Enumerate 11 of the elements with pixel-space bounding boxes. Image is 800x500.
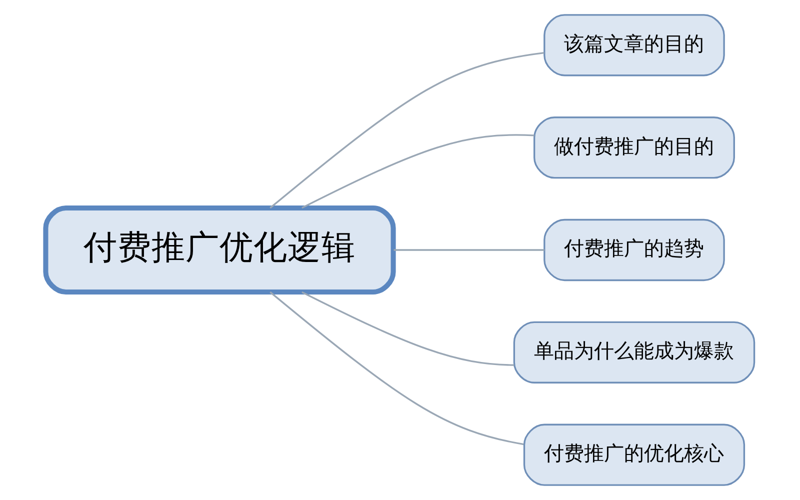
- node-box: 该篇文章的目的: [544, 14, 725, 76]
- connector: [302, 291, 514, 366]
- node-box: 付费推广的优化核心: [523, 424, 746, 486]
- connector: [302, 134, 534, 209]
- connector: [270, 52, 544, 209]
- node-box: 付费推广优化逻辑: [43, 206, 396, 294]
- node-box: 做付费推广的目的: [533, 116, 735, 179]
- node-box: 单品为什么能成为爆款: [513, 321, 756, 384]
- node-box: 付费推广的趋势: [544, 218, 725, 282]
- connector: [394, 249, 544, 251]
- connector: [270, 291, 524, 446]
